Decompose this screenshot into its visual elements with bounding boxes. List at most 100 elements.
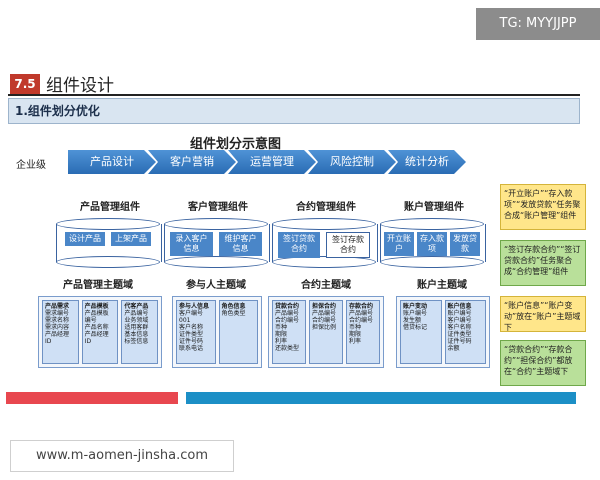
entity-title: 角色信息 xyxy=(221,303,246,310)
subheading-bar: 1.组件划分优化 xyxy=(8,98,580,124)
entity-card: 贷款合约 产品编号 合约编号 币种 期限 利率 还款类型 xyxy=(272,300,306,364)
annotation-note: “签订存款合约”“签订贷款合约”任务聚合成“合约管理”组件 xyxy=(500,240,586,286)
watermark-bottom: www.m-aomen-jinsha.com xyxy=(10,440,234,472)
entity-field: 合约编号 xyxy=(312,317,337,324)
entity-field: 合约编号 xyxy=(275,317,300,324)
entity-field: 编号 xyxy=(84,317,97,324)
entity-field: 001 xyxy=(179,317,191,324)
entity-field: 产品经理 xyxy=(84,331,109,338)
entity-field: 业务领域 xyxy=(124,317,149,324)
entity-field: 产品模板 xyxy=(84,310,109,317)
entity-field: 联系电话 xyxy=(179,345,204,352)
component-task: 签订贷款合约 xyxy=(278,232,320,258)
entity-field: 客户编号 xyxy=(179,310,204,317)
entity-card: 产品需求 需求编号 需求名称 需求内容 产品经理 ID xyxy=(42,300,79,364)
entity-field: 角色类型 xyxy=(221,310,246,317)
entity-field: 需求内容 xyxy=(45,324,70,331)
entity-field: 适用客群 xyxy=(124,324,149,331)
entity-field: 证件号码 xyxy=(447,338,472,345)
entity-field: 证件号码 xyxy=(179,338,204,345)
annotation-note: “开立账户”“存入款项”“发放贷款”任务聚合成“账户管理”组件 xyxy=(500,184,586,230)
domain-title: 产品管理主题域 xyxy=(63,280,133,291)
entity-field: ID xyxy=(45,338,52,345)
section-title: 组件设计 xyxy=(46,76,114,96)
entity-field: 借贷标记 xyxy=(403,324,428,331)
component-task: 维护客户信息 xyxy=(219,232,262,256)
chevron-risk-control: 风险控制 xyxy=(308,150,396,174)
entity-card: 产品模板 产品模板 编号 产品名称 产品经理 ID xyxy=(81,300,119,364)
section-number-badge: 7.5 xyxy=(10,74,40,94)
entity-field: 需求名称 xyxy=(45,317,70,324)
entity-card: 代客产品 产品编号 业务领域 适用客群 基本信息 标签信息 xyxy=(121,300,159,364)
chevron-operations: 运营管理 xyxy=(228,150,316,174)
entity-card: 存款合约 产品编号 合约编号 币种 期限 利率 xyxy=(346,300,380,364)
component-task: 存入款项 xyxy=(417,232,447,256)
component-title: 合约管理组件 xyxy=(296,202,356,213)
annotation-note: “贷款合约”“存款合约”“担保合约”都放在“合约”主题域下 xyxy=(500,340,586,386)
entity-field: 证件类型 xyxy=(447,331,472,338)
entity-title: 担保合约 xyxy=(312,303,337,310)
enterprise-level-label: 企业级 xyxy=(16,160,46,171)
entity-field: 币种 xyxy=(349,324,362,331)
entity-card: 角色信息 角色类型 xyxy=(218,300,258,364)
entity-field: 需求编号 xyxy=(45,310,70,317)
entity-field: 期限 xyxy=(349,331,362,338)
entity-field: 币种 xyxy=(275,324,288,331)
entity-field: 基本信息 xyxy=(124,331,149,338)
chevron-customer-marketing: 客户营销 xyxy=(148,150,236,174)
entity-field: 标签信息 xyxy=(124,338,149,345)
account-domain-box: 账户变动 账户编号 发生额 借贷标记 账户信息 账户编号 客户编号 客户名称 证… xyxy=(396,296,490,368)
entity-field: 客户编号 xyxy=(447,317,472,324)
entity-field: ID xyxy=(84,338,92,345)
component-task: 设计产品 xyxy=(65,232,105,246)
entity-title: 产品模板 xyxy=(84,303,109,310)
contract-domain-box: 贷款合约 产品编号 合约编号 币种 期限 利率 还款类型 担保合约 产品编号 合… xyxy=(268,296,384,368)
entity-field: 证件类型 xyxy=(179,331,204,338)
component-title: 客户管理组件 xyxy=(188,202,248,213)
entity-card: 参与人信息 客户编号 001 客户名称 证件类型 证件号码 联系电话 xyxy=(176,300,216,364)
entity-field: 账户编号 xyxy=(447,310,472,317)
entity-field: 合约编号 xyxy=(349,317,374,324)
watermark-top: TG: MYYJJPP xyxy=(476,8,600,40)
domain-title: 账户主题域 xyxy=(417,280,467,291)
entity-field: 账户编号 xyxy=(403,310,428,317)
entity-title: 代客产品 xyxy=(124,303,149,310)
entity-field: 期限 xyxy=(275,331,288,338)
entity-field: 产品编号 xyxy=(312,310,337,317)
entity-card: 账户信息 账户编号 客户编号 客户名称 证件类型 证件号码 余额 xyxy=(444,300,486,364)
annotation-note: “账户信息”“账户变动”放在“账户”主题域下 xyxy=(500,296,586,332)
entity-field: 余额 xyxy=(447,345,460,352)
entity-field: 利率 xyxy=(349,338,362,345)
entity-field: 产品编号 xyxy=(124,310,149,317)
product-domain-box: 产品需求 需求编号 需求名称 需求内容 产品经理 ID 产品模板 产品模板 编号… xyxy=(38,296,162,368)
entity-title: 账户变动 xyxy=(403,303,428,310)
entity-field: 发生额 xyxy=(403,317,422,324)
entity-field: 产品名称 xyxy=(84,324,109,331)
entity-field: 客户名称 xyxy=(447,324,472,331)
entity-card: 担保合约 产品编号 合约编号 担保比例 xyxy=(309,300,343,364)
footer-bar-blue xyxy=(186,392,576,404)
component-task: 上架产品 xyxy=(111,232,151,246)
component-task: 录入客户信息 xyxy=(170,232,213,256)
entity-field: 客户名称 xyxy=(179,324,204,331)
participant-domain-box: 参与人信息 客户编号 001 客户名称 证件类型 证件号码 联系电话 角色信息 … xyxy=(172,296,262,368)
entity-title: 参与人信息 xyxy=(179,303,210,310)
component-task: 签订存款合约 xyxy=(326,232,370,258)
component-task: 开立账户 xyxy=(384,232,414,256)
entity-field: 利率 xyxy=(275,338,288,345)
entity-field: 担保比例 xyxy=(312,324,337,331)
component-title: 账户管理组件 xyxy=(404,202,464,213)
chevron-statistics: 统计分析 xyxy=(388,150,466,174)
domain-title: 参与人主题域 xyxy=(186,280,246,291)
component-title: 产品管理组件 xyxy=(80,202,140,213)
contract-component-cylinder: 签订贷款合约 签订存款合约 xyxy=(272,218,378,268)
entity-field: 产品经理 xyxy=(45,331,70,338)
product-component-cylinder: 设计产品 上架产品 xyxy=(56,218,162,268)
customer-component-cylinder: 录入客户信息 维护客户信息 xyxy=(164,218,270,268)
header-divider xyxy=(8,94,580,96)
entity-title: 存款合约 xyxy=(349,303,374,310)
chevron-product-design: 产品设计 xyxy=(68,150,156,174)
entity-title: 贷款合约 xyxy=(275,303,300,310)
footer-bar-red xyxy=(6,392,178,404)
component-task: 发放贷款 xyxy=(450,232,480,256)
